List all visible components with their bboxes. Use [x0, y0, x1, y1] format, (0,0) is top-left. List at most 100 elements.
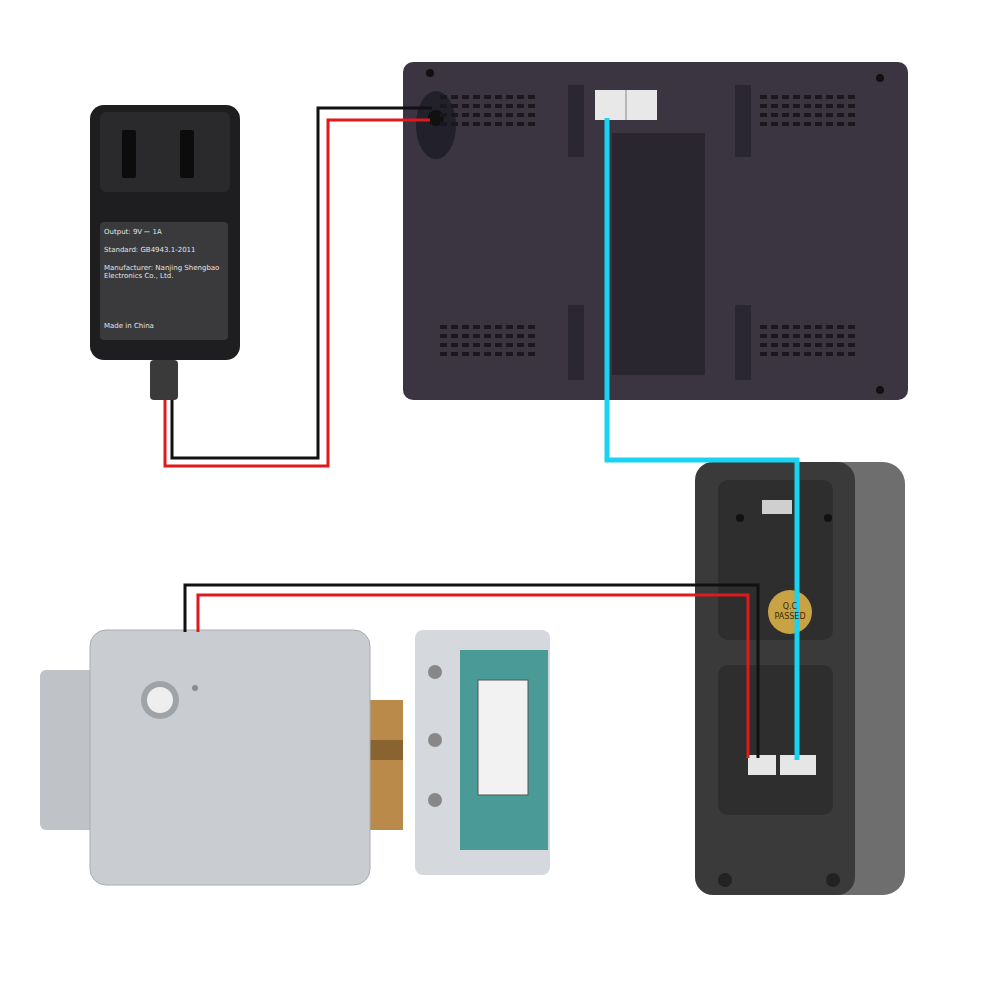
power-adapter-part: [100, 112, 230, 192]
vent-slot: [517, 352, 524, 356]
vent-slot: [837, 104, 844, 108]
vent-slot: [848, 343, 855, 347]
vent-slot: [517, 325, 524, 329]
vent-slot: [473, 325, 480, 329]
vent-slot: [804, 95, 811, 99]
power-adapter-part: [90, 105, 240, 360]
vent-slot: [495, 104, 502, 108]
vent-slot: [793, 325, 800, 329]
power-adapter-part: [122, 130, 136, 178]
vent-slot: [495, 352, 502, 356]
vent-slot: [484, 95, 491, 99]
vent-slot: [517, 104, 524, 108]
vent-slot: [804, 352, 811, 356]
vent-slot: [517, 113, 524, 117]
vent-slot: [826, 343, 833, 347]
electric-lock-part: [365, 740, 403, 760]
vent-slot: [440, 325, 447, 329]
vent-slot: [473, 334, 480, 338]
indoor-monitor-part: [568, 305, 584, 380]
vent-slot: [451, 104, 458, 108]
vent-slot: [451, 352, 458, 356]
vent-slot: [506, 343, 513, 347]
vent-slot: [462, 334, 469, 338]
vent-slot: [484, 325, 491, 329]
vent-slot: [804, 122, 811, 126]
vent-slot: [440, 343, 447, 347]
vent-slot: [826, 95, 833, 99]
vent-slot: [837, 343, 844, 347]
vent-slot: [782, 104, 789, 108]
vent-slot: [804, 325, 811, 329]
vent-slot: [517, 95, 524, 99]
vent-slot: [804, 334, 811, 338]
vent-slot: [440, 334, 447, 338]
vent-slot: [462, 113, 469, 117]
vent-slot: [506, 334, 513, 338]
vent-slot: [771, 334, 778, 338]
vent-slot: [837, 334, 844, 338]
vent-slot: [451, 334, 458, 338]
electric-lock-part: [147, 687, 173, 713]
vent-slot: [793, 104, 800, 108]
indoor-monitor-part: [876, 386, 884, 394]
electric-lock: [40, 630, 550, 885]
vent-slot: [760, 352, 767, 356]
vent-slot: [506, 352, 513, 356]
indoor-monitor-part: [440, 95, 855, 356]
door-camera-part: [736, 514, 744, 522]
rating-label: Output: 9V ⎓ 1A: [104, 228, 224, 236]
vent-slot: [484, 334, 491, 338]
vent-slot: [451, 122, 458, 126]
vent-slot: [473, 95, 480, 99]
vent-slot: [528, 122, 535, 126]
vent-slot: [440, 113, 447, 117]
vent-slot: [495, 95, 502, 99]
vent-slot: [528, 343, 535, 347]
electric-lock-part: [478, 680, 528, 795]
vent-slot: [484, 343, 491, 347]
vent-slot: [837, 122, 844, 126]
vent-slot: [771, 325, 778, 329]
vent-slot: [771, 104, 778, 108]
vent-slot: [848, 334, 855, 338]
manufacturer-label: Manufacturer: Nanjing Shengbao Electroni…: [104, 264, 224, 281]
indoor-monitor-part: [876, 74, 884, 82]
vent-slot: [451, 95, 458, 99]
wires-part: [172, 108, 432, 458]
vent-slot: [826, 325, 833, 329]
wires-part: [185, 585, 758, 758]
vent-slot: [760, 343, 767, 347]
vent-slot: [826, 352, 833, 356]
vent-slot: [793, 122, 800, 126]
vent-slot: [837, 95, 844, 99]
vent-slot: [815, 104, 822, 108]
vent-slot: [495, 113, 502, 117]
vent-slot: [440, 104, 447, 108]
vent-slot: [782, 325, 789, 329]
vent-slot: [760, 104, 767, 108]
indoor-monitor-part: [612, 133, 705, 375]
vent-slot: [506, 95, 513, 99]
indoor-monitor-part: [403, 62, 908, 400]
vent-slot: [484, 113, 491, 117]
vent-slot: [826, 122, 833, 126]
vent-slot: [793, 352, 800, 356]
wires: [165, 108, 797, 760]
vent-slot: [528, 334, 535, 338]
vent-slot: [782, 95, 789, 99]
vent-slot: [771, 343, 778, 347]
vent-slot: [837, 325, 844, 329]
vent-slot: [848, 325, 855, 329]
vent-slot: [782, 334, 789, 338]
vent-slot: [528, 113, 535, 117]
vent-slot: [782, 343, 789, 347]
vent-slot: [848, 352, 855, 356]
standard-label: Standard: GB4943.1-2011: [104, 246, 224, 254]
vent-slot: [760, 95, 767, 99]
electric-lock-part: [428, 793, 442, 807]
indoor-monitor-part: [568, 85, 584, 157]
vent-slot: [440, 352, 447, 356]
vent-slot: [473, 122, 480, 126]
